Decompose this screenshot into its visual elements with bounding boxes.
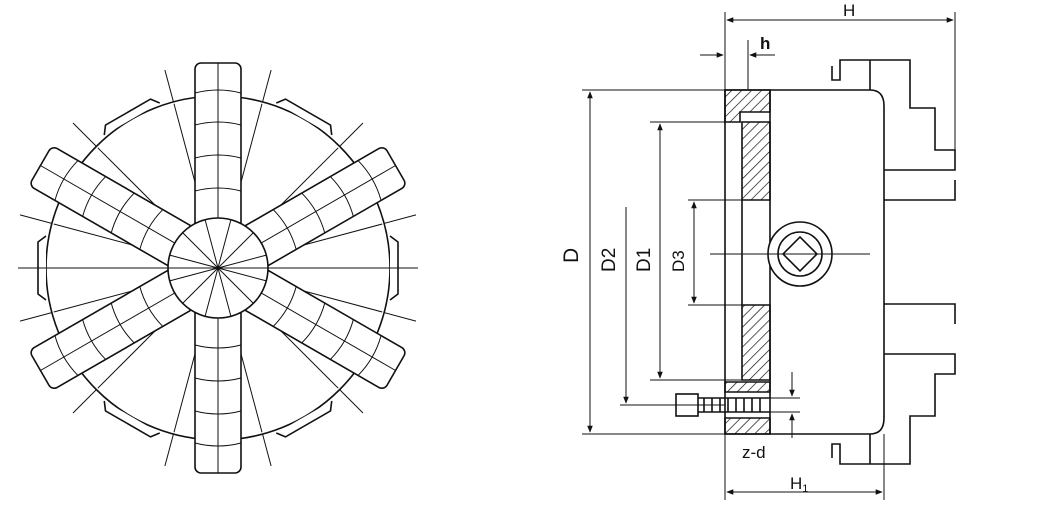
side-view: H h D D2 D1 D3 z-d H1 xyxy=(560,1,956,500)
hatched-section-bottom xyxy=(724,381,771,393)
bore-line xyxy=(204,267,219,317)
lug-outline xyxy=(275,98,333,136)
bottom-jaw xyxy=(831,353,956,465)
label-H1-main: H xyxy=(790,474,802,493)
pinion-square-socket xyxy=(781,235,819,273)
bore-line xyxy=(217,267,267,282)
mid-jaw-bottom xyxy=(884,303,956,324)
hatched-section-base xyxy=(724,417,771,435)
bore-line xyxy=(217,254,267,269)
body-lugs xyxy=(37,98,399,438)
bore-line xyxy=(217,219,232,269)
lug-outline xyxy=(275,400,333,438)
bore-line xyxy=(217,232,254,269)
label-h: h xyxy=(760,34,770,53)
body-lug xyxy=(103,400,161,438)
jaw xyxy=(194,62,242,269)
body-lug xyxy=(103,98,161,136)
bore-line xyxy=(169,267,219,282)
front-view xyxy=(18,62,418,474)
hatched-section-mid-top xyxy=(741,121,771,201)
label-D: D xyxy=(560,248,583,263)
bore-line xyxy=(217,267,254,304)
label-H1-sub: 1 xyxy=(802,483,808,495)
label-D1: D1 xyxy=(634,248,655,272)
bore-line xyxy=(182,232,219,269)
body-lug xyxy=(275,400,333,438)
mid-jaw-top xyxy=(884,180,956,201)
lug-outline xyxy=(103,400,161,438)
lug-outline xyxy=(103,98,161,136)
label-z-d: z-d xyxy=(742,443,766,462)
label-H: H xyxy=(843,1,855,20)
bore-center-lines xyxy=(18,219,418,317)
label-D3: D3 xyxy=(669,250,688,272)
bore-line xyxy=(217,267,232,317)
hatched-section-top xyxy=(724,89,771,123)
body-outline xyxy=(724,89,885,435)
label-D2: D2 xyxy=(599,248,620,272)
bore-line xyxy=(169,254,219,269)
body-lug xyxy=(275,98,333,136)
bore-line xyxy=(182,267,219,304)
label-H1: H1 xyxy=(790,474,808,495)
hatched-section-mid-bottom xyxy=(741,304,771,381)
top-jaw xyxy=(831,59,956,171)
bore-line xyxy=(204,219,219,269)
